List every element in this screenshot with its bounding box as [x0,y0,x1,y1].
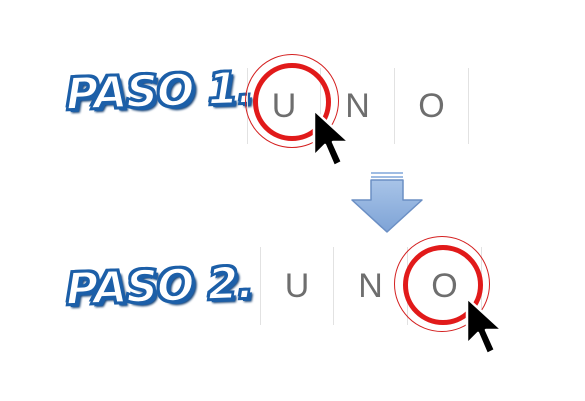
highlight-ring-outer-step-2 [394,236,490,332]
arrow-down-icon [351,172,423,233]
mouse-pointer-icon [312,108,351,168]
step-1-label: PASO 1. [64,62,255,121]
highlight-ring-step-2 [403,245,483,325]
letter-cell-o[interactable]: O [395,68,469,144]
highlight-ring-outer-step-1 [245,54,339,148]
step-2-label: PASO 2. [64,257,255,316]
letter-cell-n[interactable]: N [321,68,395,144]
highlight-ring-step-1 [253,63,331,141]
mouse-pointer-icon [465,296,504,356]
letter-cell-u[interactable]: U [260,247,334,325]
